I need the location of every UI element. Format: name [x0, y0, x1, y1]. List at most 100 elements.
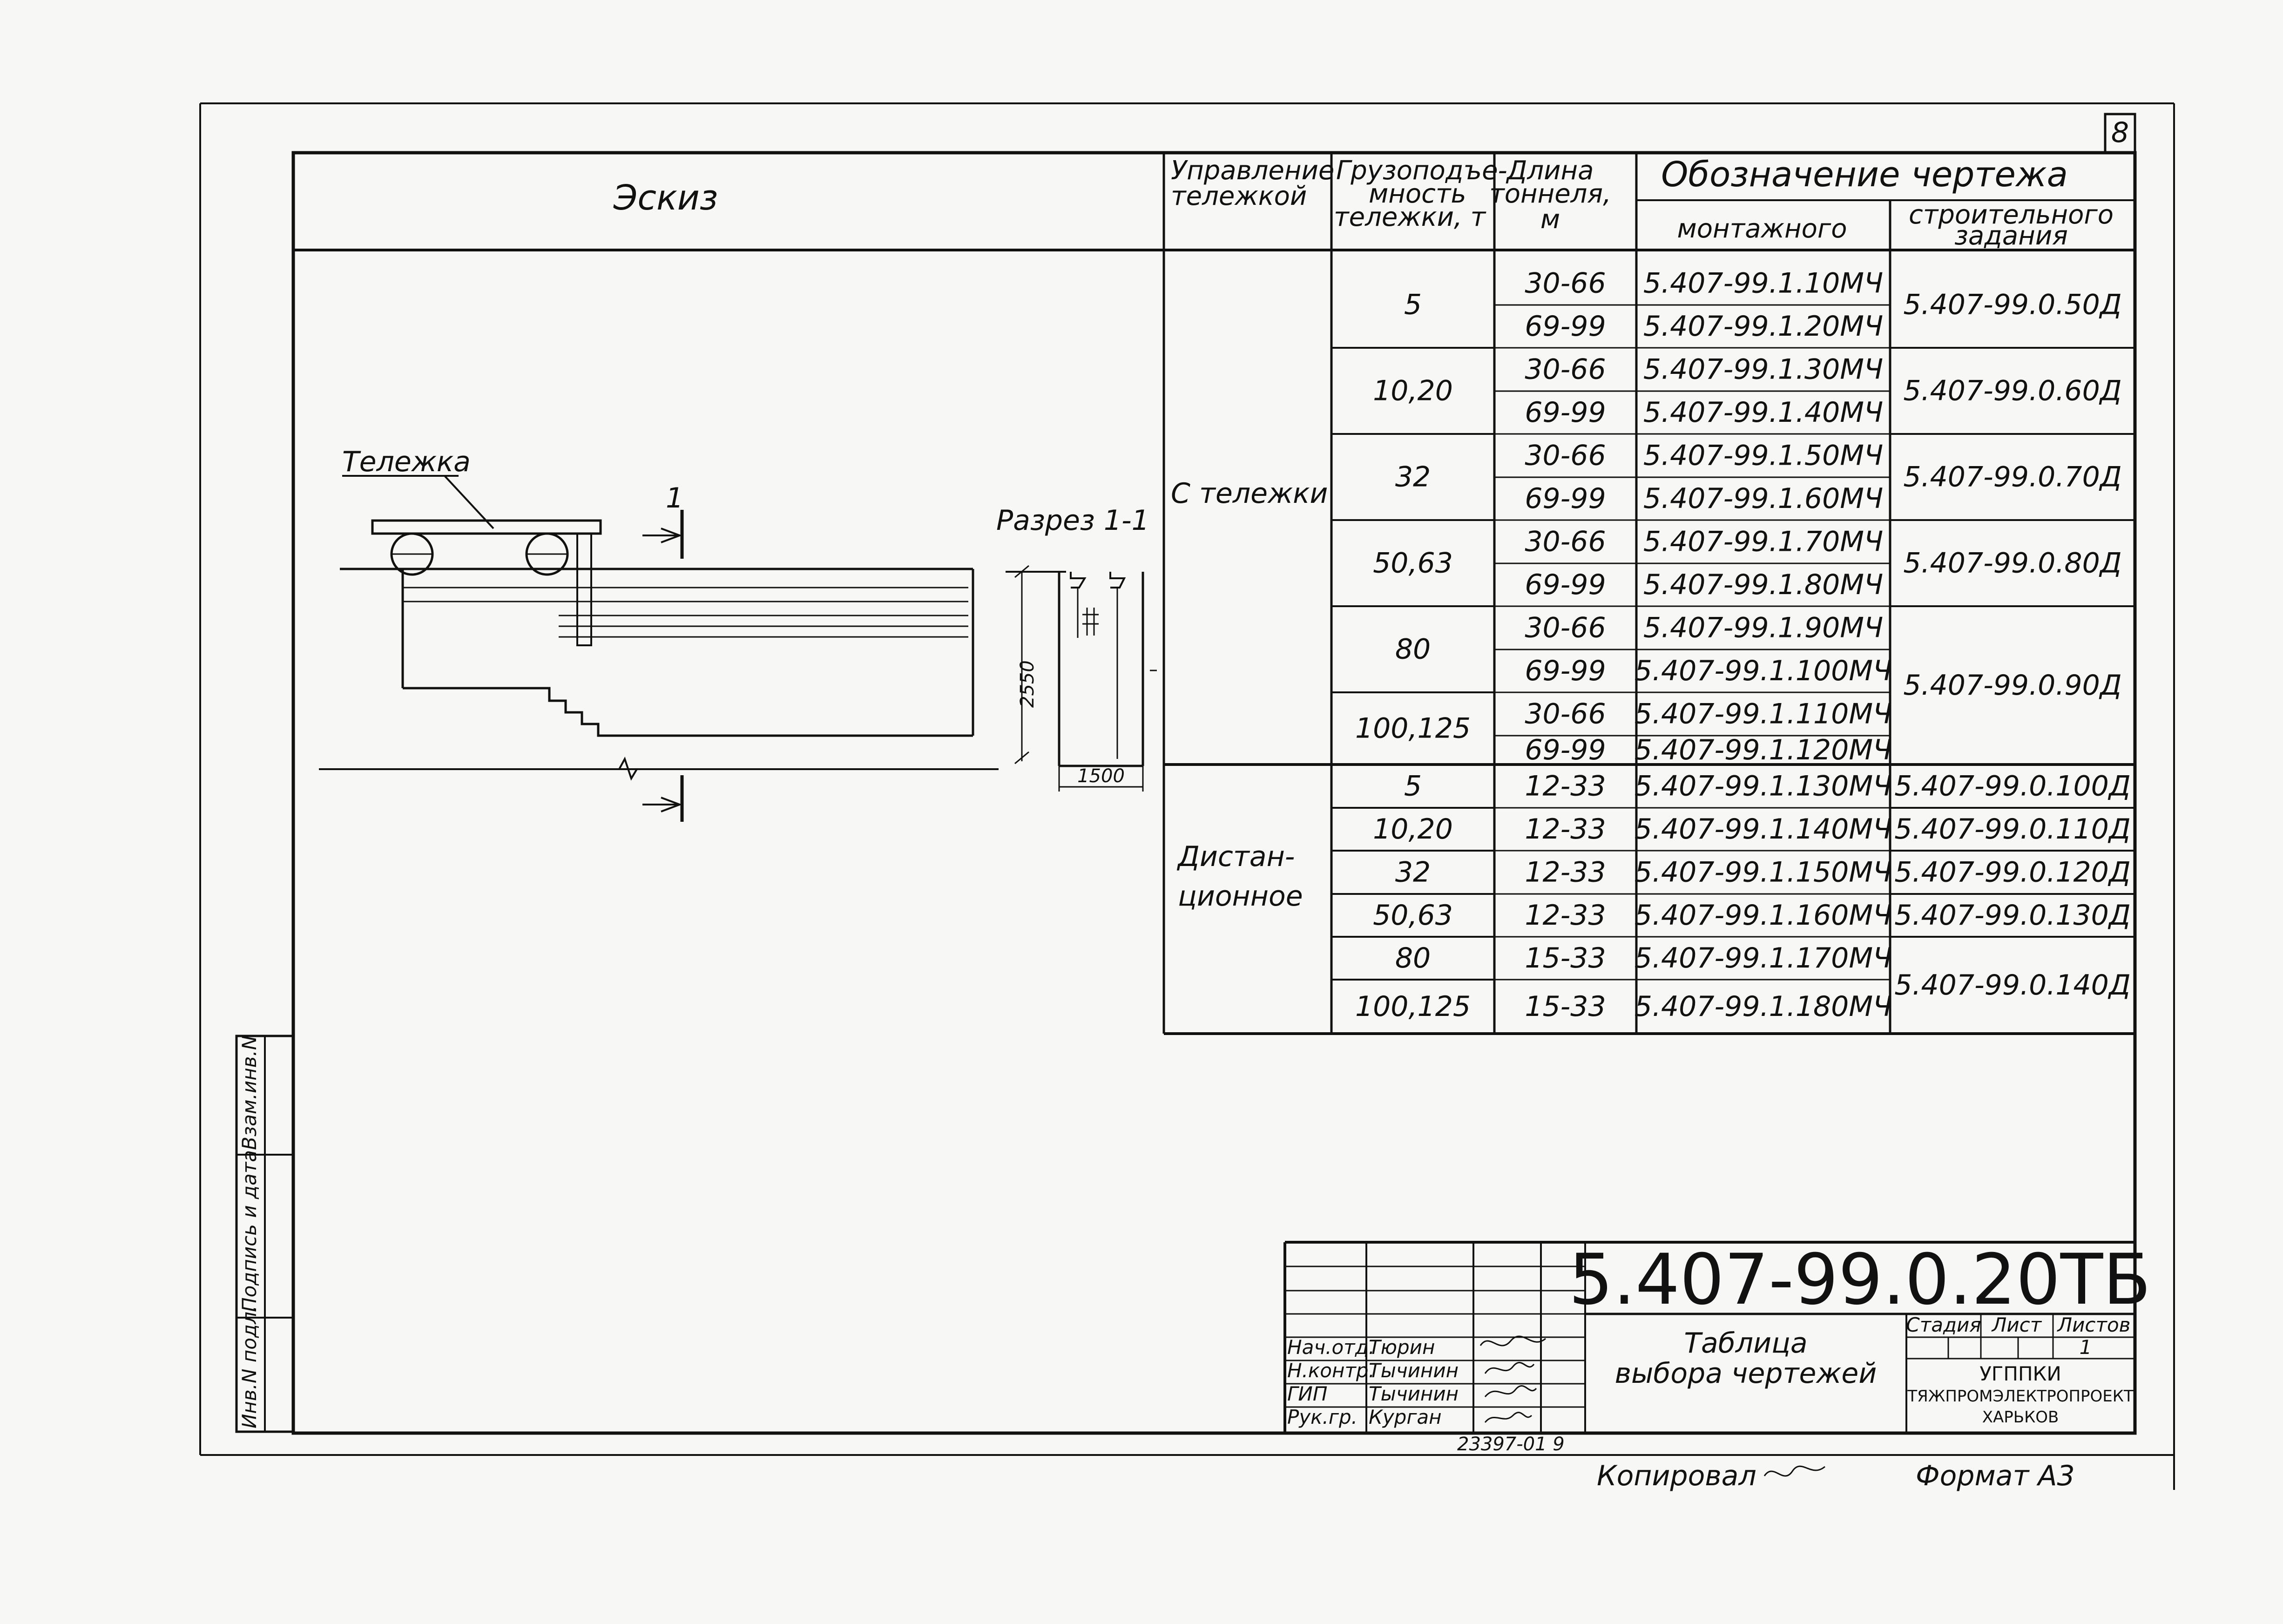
capacity-cell: 10,20	[1373, 375, 1453, 407]
length-cell: 12-33	[1525, 770, 1606, 803]
group-control-trolley: С тележки	[1171, 477, 1328, 510]
sheet-number-box	[2104, 113, 2136, 154]
mounting-cell: 5.407-99.1.130МЧ	[1635, 770, 1892, 803]
header-length-1: Длина	[1506, 156, 1594, 186]
footer-format: Формат А3	[1916, 1460, 2075, 1492]
section-arrowhead-bottom	[661, 797, 682, 812]
length-cell: 12-33	[1525, 856, 1606, 889]
document-title-2: выбора чертежей	[1615, 1357, 1877, 1390]
document-title-1: Таблица	[1684, 1327, 1807, 1360]
construction-cell: 5.407-99.0.80Д	[1903, 547, 2121, 580]
capacity-cell: 50,63	[1373, 547, 1453, 580]
length-cell: 30-66	[1525, 612, 1606, 644]
mounting-cell: 5.407-99.1.160МЧ	[1635, 899, 1892, 932]
header-designation: Обозначение чертежа	[1661, 155, 2068, 195]
construction-cell: 5.407-99.0.140Д	[1894, 969, 2130, 1001]
capacity-cell: 10,20	[1373, 813, 1453, 846]
selection-table	[1162, 153, 2135, 1035]
construction-cell: 5.407-99.0.110Д	[1894, 813, 2130, 846]
capacity-cell: 100,125	[1355, 990, 1471, 1023]
section-title: Разрез 1-1	[996, 504, 1149, 537]
sheets-value: 1	[2080, 1336, 2092, 1359]
tunnel-floor-steps	[403, 687, 973, 737]
construction-cell: 5.407-99.0.50Д	[1903, 289, 2121, 321]
side-stamp-inv-podl: Инв.N подл.	[238, 1306, 261, 1428]
role-2: Н.контр.	[1287, 1359, 1375, 1382]
section-width-dim: 1500	[1077, 765, 1125, 787]
signature-4	[1484, 1412, 1533, 1423]
group-control-remote-2: ционное	[1178, 880, 1303, 913]
construction-cell: 5.407-99.0.60Д	[1903, 375, 2121, 407]
section-1-1: Разрез 1-1 2550 1500	[996, 504, 1157, 792]
section-height-dim: 2550	[1017, 660, 1038, 708]
capacity-cell: 100,125	[1355, 712, 1471, 745]
sketch-header: Эскиз	[613, 178, 718, 218]
mounting-cell: 5.407-99.1.50МЧ	[1643, 440, 1883, 472]
sheets-label: Листов	[2057, 1313, 2131, 1336]
mounting-cell: 5.407-99.1.80МЧ	[1643, 568, 1883, 601]
mounting-cell: 5.407-99.1.20МЧ	[1643, 310, 1883, 343]
section-dim-tick-top	[1014, 565, 1029, 578]
inner-frame	[291, 151, 2137, 1435]
header-construction-2: задания	[1954, 221, 2068, 251]
mounting-cell: 5.407-99.1.30МЧ	[1643, 353, 1883, 386]
title-block: 5.407-99.0.20ТБ Таблица выбора чертежей …	[1283, 1239, 2151, 1433]
mounting-cell: 5.407-99.1.90МЧ	[1643, 612, 1883, 644]
capacity-cell: 32	[1395, 461, 1431, 494]
footer-number: 23397-01 9	[1457, 1434, 1565, 1455]
header-length-2: тоннеля,	[1489, 179, 1611, 209]
trolley-hanger	[576, 533, 592, 646]
mounting-cell: 5.407-99.1.120МЧ	[1635, 734, 1892, 766]
name-4: Курган	[1369, 1406, 1442, 1428]
capacity-cell: 50,63	[1373, 899, 1453, 932]
capacity-cell: 80	[1395, 633, 1431, 666]
length-cell: 30-66	[1525, 526, 1606, 558]
length-cell: 30-66	[1525, 353, 1606, 386]
length-cell: 12-33	[1525, 813, 1606, 846]
length-cell: 12-33	[1525, 899, 1606, 932]
section-arrowhead-top	[661, 528, 682, 543]
length-cell: 30-66	[1525, 440, 1606, 472]
length-cell: 30-66	[1525, 267, 1606, 300]
mounting-cell: 5.407-99.1.150МЧ	[1635, 856, 1892, 889]
section-rail-right	[1109, 572, 1126, 589]
mounting-cell: 5.407-99.1.170МЧ	[1635, 942, 1892, 974]
signature-3	[1484, 1385, 1537, 1397]
mounting-cell: 5.407-99.1.140МЧ	[1635, 813, 1892, 846]
length-cell: 15-33	[1525, 990, 1606, 1023]
construction-cell: 5.407-99.0.120Д	[1894, 856, 2130, 889]
construction-cell: 5.407-99.0.90Д	[1903, 669, 2121, 702]
length-cell: 15-33	[1525, 942, 1606, 974]
name-2: Тычинин	[1369, 1359, 1459, 1382]
side-stamp-vzam-inv: Взам.инв.N	[238, 1035, 261, 1150]
break-mark-sketch	[618, 757, 638, 781]
header-capacity-1: Грузоподъе-	[1336, 156, 1507, 186]
mounting-cell: 5.407-99.1.100МЧ	[1635, 655, 1892, 687]
org-line-2: ТЯЖПРОМЭЛЕКТРОПРОЕКТ	[1907, 1387, 2134, 1406]
capacity-cell: 80	[1395, 942, 1431, 974]
header-capacity-3: тележки, т	[1334, 202, 1486, 232]
construction-cell: 5.407-99.0.70Д	[1903, 461, 2121, 494]
trolley-deck	[371, 519, 602, 535]
mounting-cell: 5.407-99.1.70МЧ	[1643, 526, 1883, 558]
header-control-1: Управление	[1171, 156, 1334, 186]
signature-1	[1479, 1335, 1546, 1347]
stage-label: Стадия	[1906, 1313, 1981, 1336]
mounting-cell: 5.407-99.1.180МЧ	[1635, 990, 1892, 1023]
document-code: 5.407-99.0.20ТБ	[1569, 1239, 2151, 1320]
capacity-cell: 32	[1395, 856, 1431, 889]
header-length-3: м	[1540, 204, 1560, 235]
role-1: Нач.отд.	[1287, 1336, 1375, 1359]
sheet-label: Лист	[1991, 1313, 2042, 1336]
length-cell: 30-66	[1525, 698, 1606, 731]
mounting-cell: 5.407-99.1.40МЧ	[1643, 396, 1883, 429]
section-mark-label: 1	[666, 482, 683, 514]
trolley-label: Тележка	[342, 446, 471, 478]
length-cell: 69-99	[1525, 655, 1606, 687]
side-stamp-sign-date: Подпись и дата	[238, 1150, 261, 1312]
copier-signature	[1763, 1465, 1825, 1477]
length-cell: 69-99	[1525, 734, 1606, 766]
header-control-2: тележкой	[1171, 181, 1307, 211]
construction-cell: 5.407-99.0.130Д	[1894, 899, 2130, 932]
